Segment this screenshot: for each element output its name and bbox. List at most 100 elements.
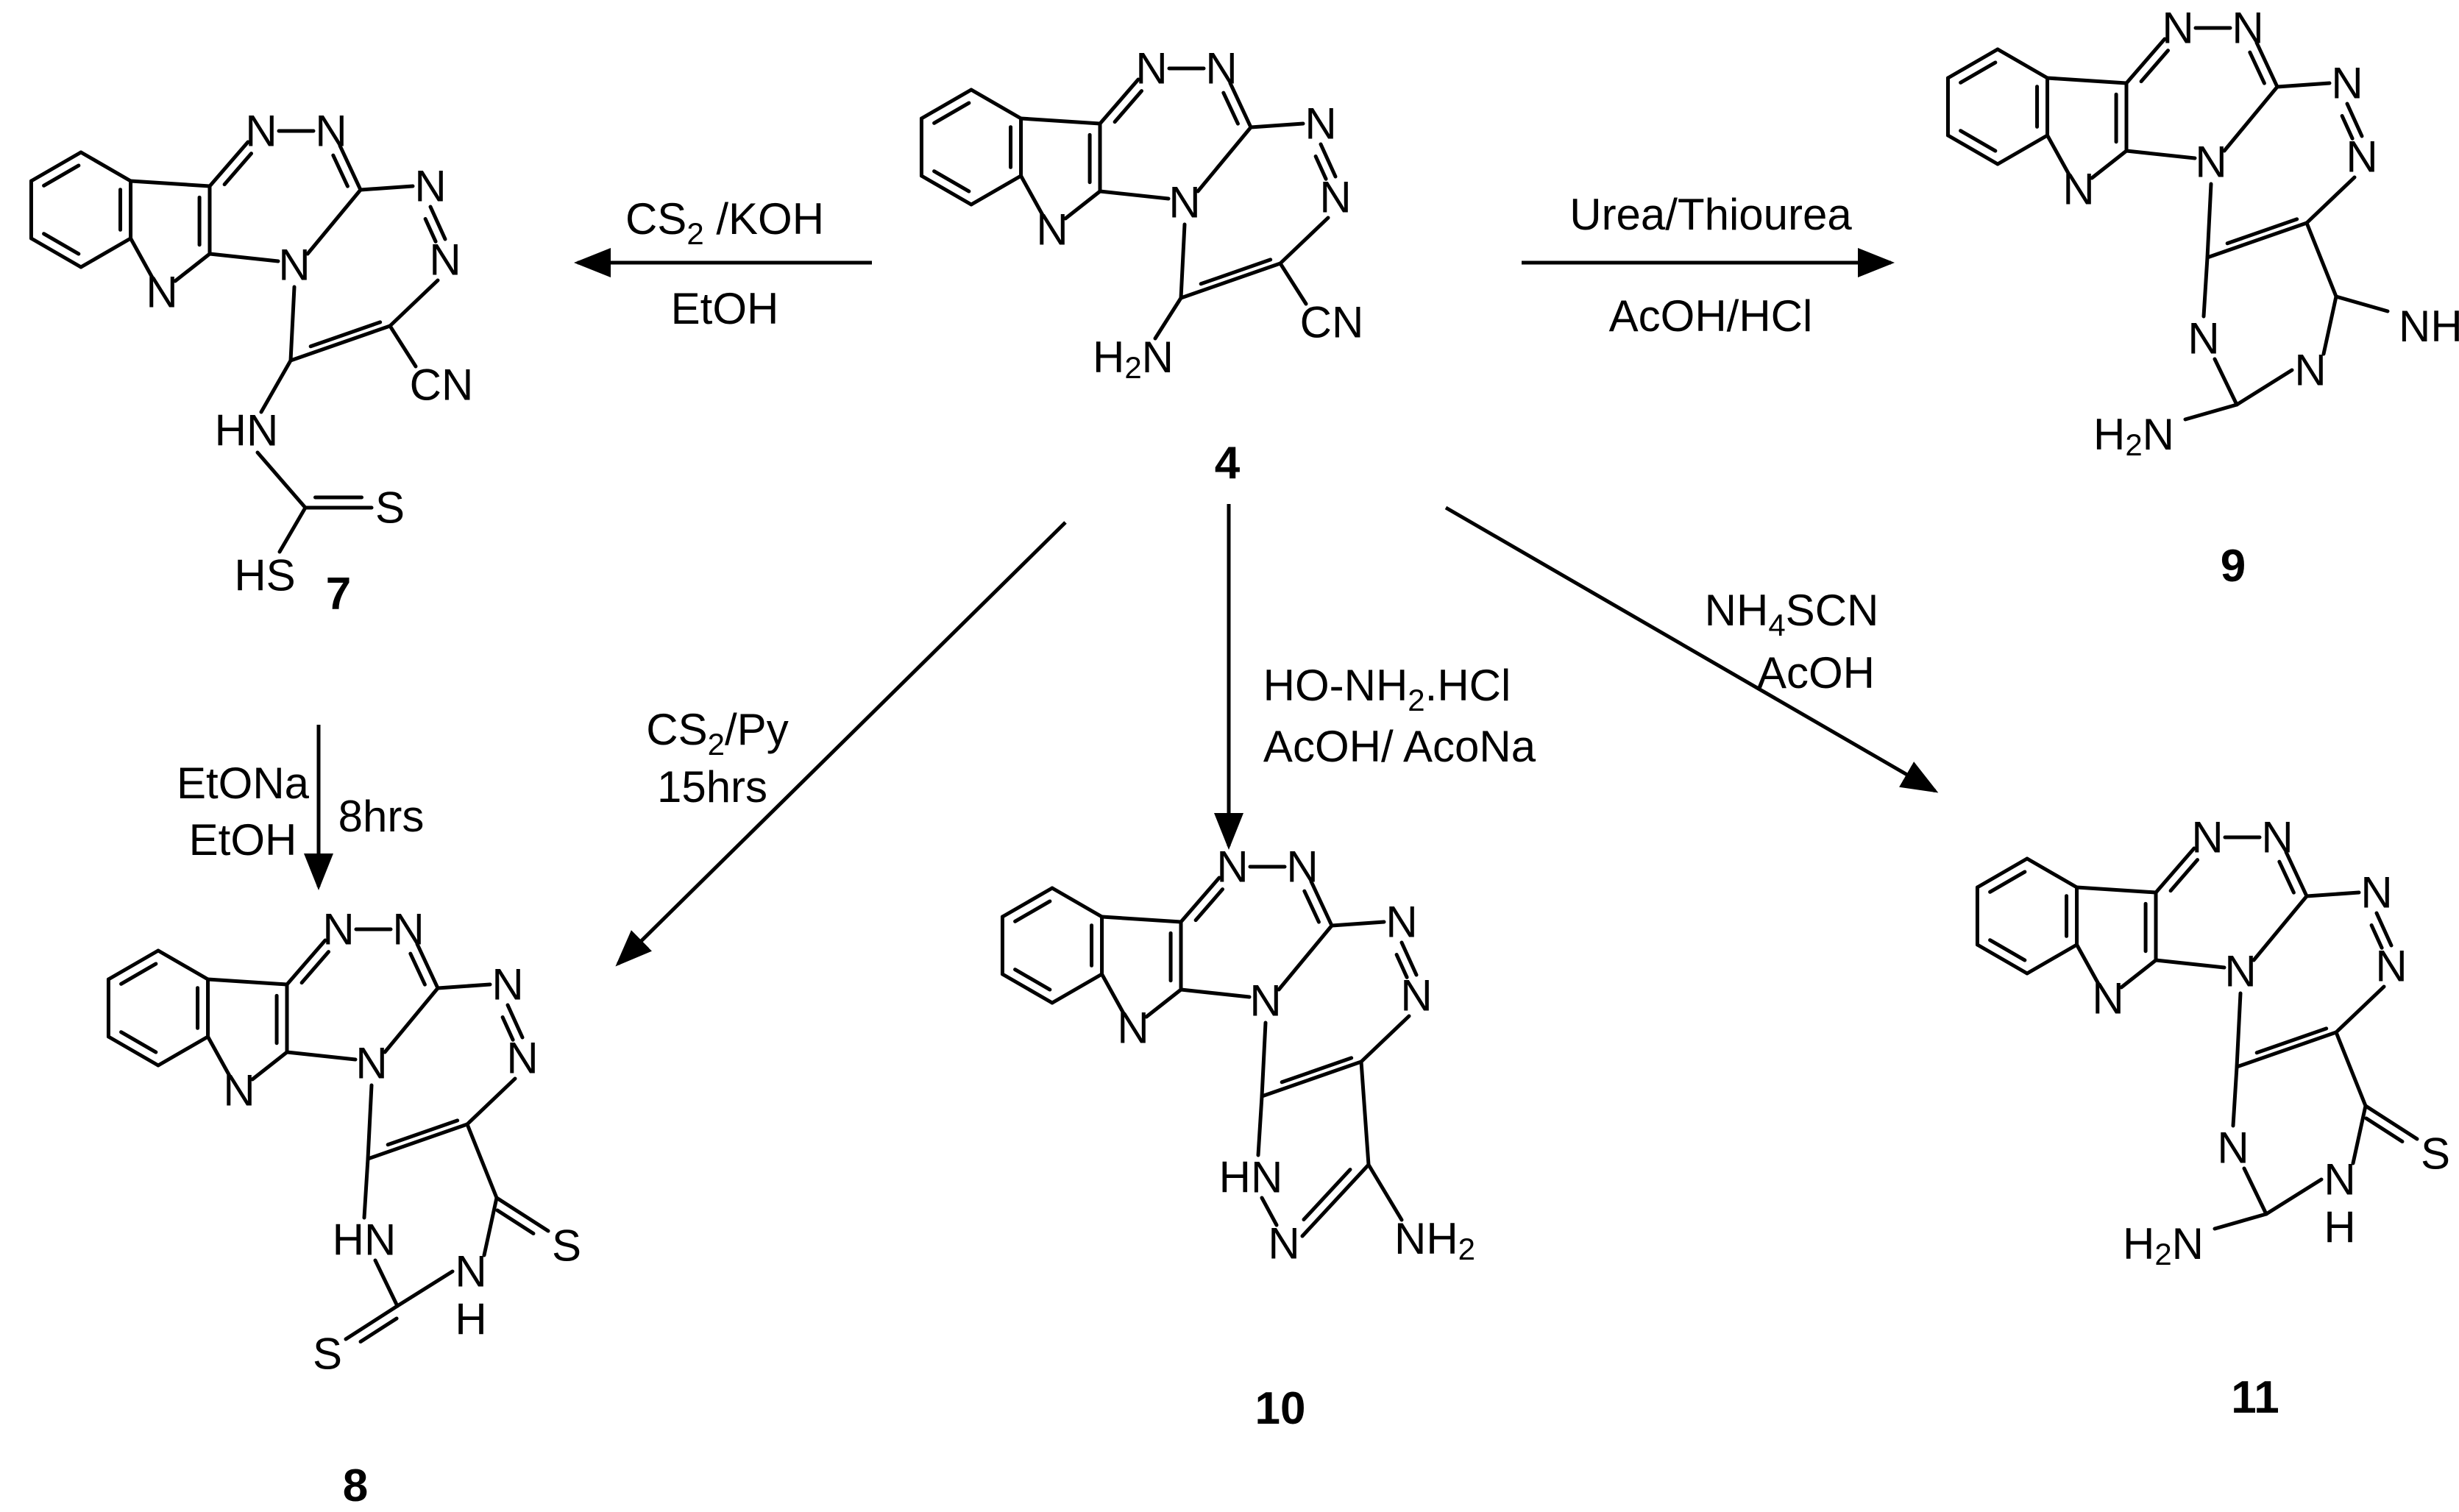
single-bond: [173, 252, 212, 283]
condition-nh4scn: NH4SCN: [1705, 586, 1879, 642]
single-bond: [2321, 294, 2338, 356]
single-bond: [255, 450, 308, 510]
double-bond: [2235, 1030, 2338, 1069]
ring-nitrogen: N: [2062, 165, 2094, 214]
single-bond: [1330, 920, 1386, 928]
double-bond: [1260, 1060, 1363, 1098]
double-bond: [415, 942, 440, 990]
single-bond: [482, 1196, 499, 1257]
condition-acoh-aconа: AcOH/ AcoNa: [1263, 722, 1536, 771]
single-bond: [129, 179, 212, 188]
ring-nitrogen: N: [506, 1034, 538, 1083]
condition-etona: EtONa: [177, 759, 310, 808]
double-bond: [2374, 911, 2394, 948]
double-bond: [1399, 940, 1419, 977]
double-bond-inner: [2248, 50, 2266, 85]
amino-group: NH2: [2399, 302, 2459, 354]
double-bond: [106, 948, 160, 982]
single-bond: [1050, 972, 1104, 1005]
double-bond-inner: [2225, 217, 2299, 246]
single-bond: [2231, 1065, 2239, 1128]
single-bond: [465, 1122, 499, 1200]
double-bond: [1098, 77, 1140, 126]
single-bond: [2205, 182, 2213, 260]
single-bond: [277, 505, 308, 554]
double-bond-inner: [2340, 113, 2355, 141]
single-bond: [2025, 856, 2079, 890]
single-bond: [465, 1076, 517, 1126]
single-bond: [2090, 149, 2129, 180]
double-bond-inner: [2139, 49, 2171, 84]
double-bond-inner: [1959, 60, 1998, 85]
double-bond: [285, 938, 327, 987]
double-bond-inner: [1221, 90, 1240, 126]
ring-nitrogen: N: [2232, 4, 2263, 53]
ring-nitrogen: N: [315, 107, 347, 156]
condition-acoh-hcl: AcOH/HCl: [1609, 291, 1813, 341]
double-bond-inner: [1988, 938, 2027, 962]
single-bond: [395, 1269, 455, 1308]
compound-label-4: 4: [1215, 438, 1241, 489]
double-bond-inner: [222, 152, 254, 187]
single-bond: [79, 150, 133, 183]
condition-15hrs: 15hrs: [657, 762, 767, 812]
double-bond-inner: [2277, 859, 2296, 895]
single-bond: [1995, 133, 2050, 166]
single-bond: [2235, 368, 2294, 407]
ring-nitrogen: N: [146, 268, 177, 317]
single-bond: [207, 252, 280, 263]
single-bond: [1359, 1014, 1411, 1064]
double-bond-inner: [1313, 154, 1328, 181]
ring-nitrogen: N: [2375, 942, 2407, 991]
single-bond: [2045, 76, 2129, 85]
single-bond: [2075, 885, 2158, 895]
condition-etoh-2: EtOH: [189, 815, 297, 865]
double-bond: [2154, 846, 2196, 895]
bridge-nitrogen: N: [2224, 947, 2256, 996]
double-bond-inner: [408, 951, 427, 987]
ring-nitrogen: N: [223, 1066, 255, 1115]
double-bond-inner: [495, 1208, 536, 1235]
single-bond: [1366, 1163, 1404, 1222]
bridge-nitrogen: N: [278, 241, 310, 290]
double-bond-inner: [423, 216, 438, 244]
double-bond: [1309, 879, 1334, 928]
double-bond: [2345, 102, 2364, 138]
bridge-nitrogen: N: [1168, 178, 1200, 227]
ring-nitrogen: N: [1286, 842, 1318, 892]
double-bond-inner: [932, 169, 971, 194]
double-bond: [2075, 943, 2101, 987]
thione-sulfur: S: [2421, 1129, 2450, 1179]
single-bond: [2213, 357, 2239, 407]
double-bond-inner: [299, 950, 331, 985]
double-bond-inner: [1280, 1056, 1354, 1085]
double-bond: [366, 1122, 469, 1161]
single-bond: [383, 986, 440, 1054]
single-bond: [1098, 189, 1171, 201]
ring-nitrogen: N: [2331, 59, 2363, 108]
double-bond-inner: [1013, 899, 1052, 923]
amino-group: NH2: [1394, 1214, 1475, 1266]
nitrile-group: CN: [1300, 298, 1364, 347]
ring-nitrogen: N: [1135, 44, 1167, 93]
double-bond-inner: [386, 1118, 460, 1147]
double-bond: [338, 143, 363, 192]
ring-nitrogen: N: [429, 235, 461, 285]
thiol-group: HS: [234, 551, 295, 600]
single-bond: [366, 1083, 374, 1161]
single-bond: [156, 948, 210, 982]
single-bond: [1179, 987, 1252, 999]
double-bond: [1019, 174, 1046, 219]
ring-nitrogen: N: [2092, 974, 2123, 1023]
double-bond-inner: [1988, 870, 2027, 894]
ring-nitrogen: N: [1400, 971, 1432, 1021]
double-bond: [29, 150, 83, 183]
compound-label-7: 7: [326, 569, 351, 620]
compound-9-structure: NNNNNNNNH2NNH2: [1945, 4, 2459, 462]
single-bond: [1277, 923, 1334, 992]
double-bond: [1319, 142, 1338, 179]
double-bond: [2205, 221, 2309, 260]
condition-cs2-py: CS2/Py: [646, 705, 788, 762]
single-bond: [358, 184, 415, 192]
single-bond: [1249, 121, 1305, 129]
